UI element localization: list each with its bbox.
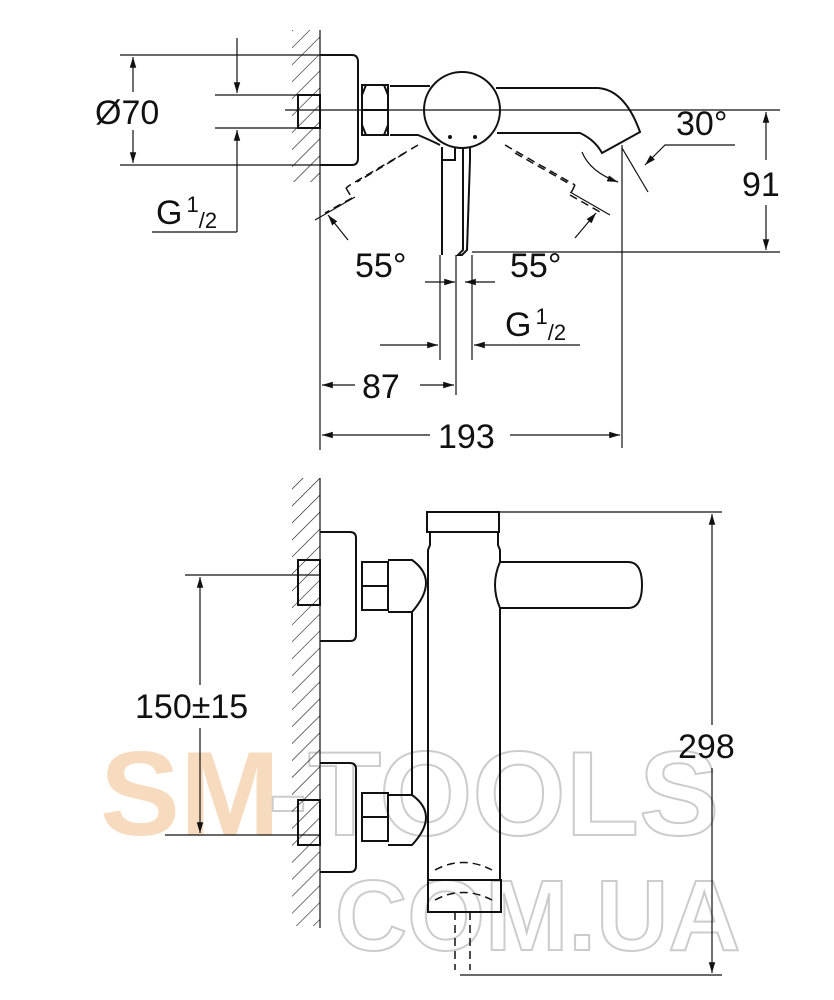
arrow-55-left <box>327 214 349 241</box>
lever-top <box>441 147 471 256</box>
dim-87-label: 87 <box>362 368 400 406</box>
pipe-stub-upper <box>297 559 321 606</box>
hidden-lines <box>434 861 493 901</box>
pipe-stub-lower <box>297 799 321 846</box>
escutcheon-upper <box>320 531 357 642</box>
thread-g: G <box>156 194 182 232</box>
connector-lower <box>388 794 427 846</box>
arrow-30-deg <box>581 151 619 183</box>
dim-150-label: 150±15 <box>135 688 248 726</box>
thread-g: G <box>505 306 531 344</box>
ext-line <box>569 191 611 216</box>
dim-193-label: 193 <box>438 418 495 456</box>
watermark-sm: SM <box>100 727 280 861</box>
watermark-tools: -TOOLS <box>268 727 719 861</box>
angle-30-label: 30° <box>676 105 727 143</box>
angle-55-left-label: 55° <box>355 247 406 285</box>
dim-298-label: 298 <box>678 728 735 766</box>
dot <box>448 135 452 139</box>
thread-sup: 1 <box>186 192 198 217</box>
spout-outlet <box>427 879 502 913</box>
dim-diameter-label: Ø70 <box>95 94 159 132</box>
diverter-knob <box>454 912 471 970</box>
thread-sub: /2 <box>199 208 217 233</box>
wall-hatching-top <box>292 30 320 182</box>
angle-55-right-label: 55° <box>510 247 561 285</box>
spout-top <box>496 87 642 155</box>
top-cap <box>426 511 500 533</box>
hex-nut-upper <box>361 561 389 611</box>
watermark: SM -TOOLS COM.UA <box>100 726 742 973</box>
leader-30-deg <box>644 144 735 166</box>
side-view: 150±15 298 <box>135 478 735 976</box>
lever-position-left <box>324 144 419 214</box>
ext-line <box>314 196 356 221</box>
hex-nut-lower <box>361 792 389 842</box>
lever-position-right <box>504 144 601 213</box>
connector-upper <box>388 559 427 613</box>
thread-sub: /2 <box>548 320 566 345</box>
arrow-55-right <box>574 212 597 239</box>
mixer-body <box>427 532 501 880</box>
lever-side <box>494 561 644 609</box>
dot <box>473 135 477 139</box>
ext-line <box>621 147 649 193</box>
watermark-domain: COM.UA <box>335 860 741 972</box>
body-connector-top <box>390 85 441 146</box>
escutcheon-lower <box>320 762 357 873</box>
thread-sup: 1 <box>535 304 547 329</box>
wall-hatching-side <box>292 478 320 926</box>
pipe-stub-top <box>297 94 321 129</box>
dim-91-label: 91 <box>742 166 780 204</box>
